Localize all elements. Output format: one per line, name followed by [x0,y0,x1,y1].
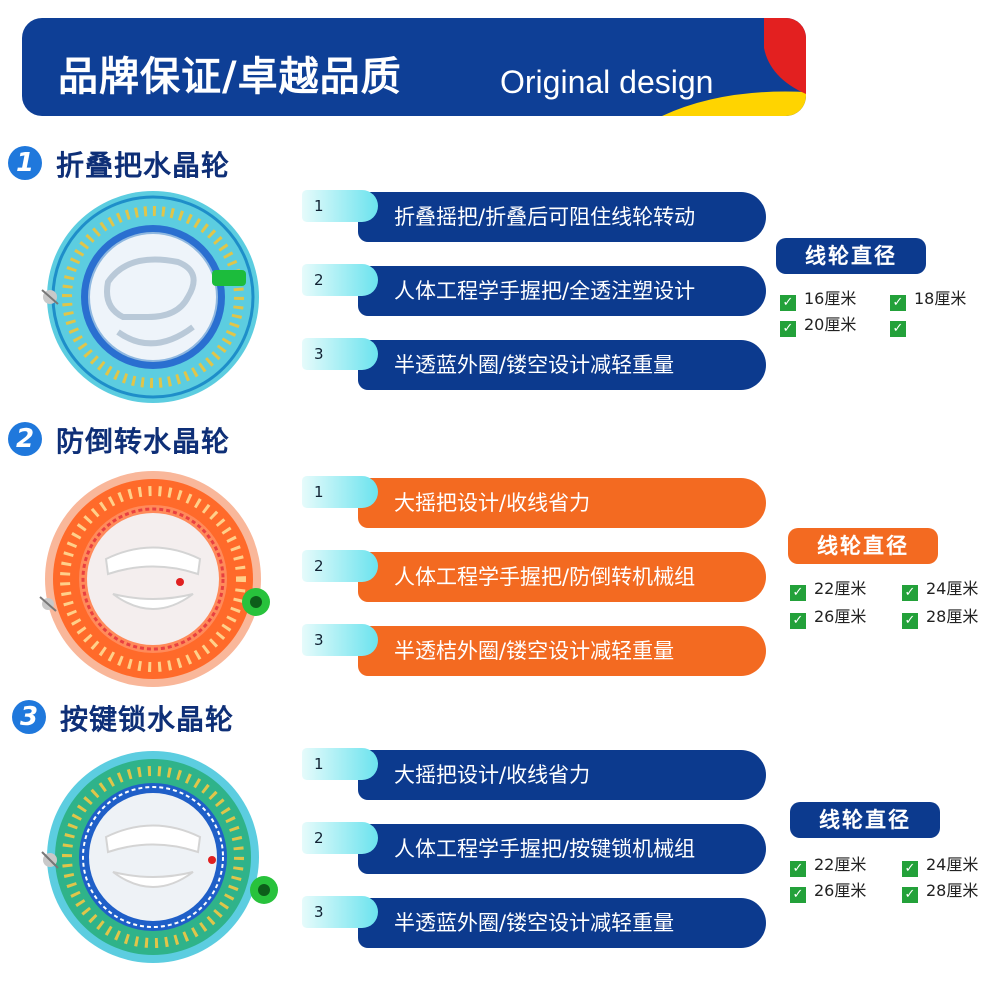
feature-number-tab: 2 [302,264,378,296]
diameter-option: ✓ 28厘米 [902,880,979,903]
feature-text: 大摇把设计/收线省力 [358,478,766,528]
feature-row: 大摇把设计/收线省力 1 [302,748,766,802]
diameter-value: 26厘米 [814,607,867,626]
section-number-badge: 1 [8,146,42,180]
feature-text: 人体工程学手握把/防倒转机械组 [358,552,766,602]
diameter-option: ✓ 18厘米 [890,288,967,311]
feature-row: 人体工程学手握把/防倒转机械组 2 [302,550,766,604]
section-number-badge: 3 [12,700,46,734]
diameter-value: 16厘米 [804,289,857,308]
reel-illustration [39,471,270,687]
feature-row: 半透桔外圈/镂空设计减轻重量 3 [302,624,766,678]
check-icon: ✓ [790,613,806,629]
diameter-option: ✓ 16厘米 [780,288,857,311]
reel-illustration [41,751,278,963]
reel-image-blue-key-lock [41,751,278,963]
feature-row: 折叠摇把/折叠后可阻住线轮转动 1 [302,190,766,244]
feature-row: 半透蓝外圈/镂空设计减轻重量 3 [302,338,766,392]
diameter-option: ✓ 22厘米 [790,854,867,877]
diameter-value: 26厘米 [814,881,867,900]
diameter-label: 线轮直径 [788,528,938,564]
section-name: 按键锁水晶轮 [60,703,235,736]
feature-row: 大摇把设计/收线省力 1 [302,476,766,530]
diameter-value: 28厘米 [926,881,979,900]
banner-title-en: Original design [500,64,714,100]
header-banner: 品牌保证/卓越品质 Original design [22,18,806,116]
diameter-option: ✓ 26厘米 [790,606,867,629]
check-icon: ✓ [780,295,796,311]
diameter-value: 24厘米 [926,855,979,874]
feature-text: 大摇把设计/收线省力 [358,750,766,800]
section-name: 防倒转水晶轮 [56,425,231,458]
feature-number-tab: 3 [302,624,378,656]
check-icon: ✓ [780,321,796,337]
feature-text: 半透桔外圈/镂空设计减轻重量 [358,626,766,676]
feature-number-tab: 1 [302,748,378,780]
check-icon: ✓ [902,613,918,629]
feature-number-tab: 1 [302,190,378,222]
feature-text: 人体工程学手握把/全透注塑设计 [358,266,766,316]
check-icon: ✓ [790,861,806,877]
feature-text: 人体工程学手握把/按键锁机械组 [358,824,766,874]
check-icon: ✓ [890,295,906,311]
check-icon: ✓ [790,585,806,601]
diameter-option: ✓ 24厘米 [902,854,979,877]
diameter-option: ✓ 26厘米 [790,880,867,903]
diameter-option: ✓ 28厘米 [902,606,979,629]
banner-title-cn: 品牌保证/卓越品质 [58,54,402,100]
check-icon: ✓ [902,585,918,601]
feature-row: 人体工程学手握把/全透注塑设计 2 [302,264,766,318]
check-icon: ✓ [902,861,918,877]
feature-number-tab: 2 [302,550,378,582]
section-name: 折叠把水晶轮 [56,149,231,182]
reel-image-blue-folding [41,191,259,403]
section-number-badge: 2 [8,422,42,456]
feature-number-tab: 1 [302,476,378,508]
reel-illustration [41,191,259,403]
check-icon: ✓ [890,321,906,337]
diameter-option: ✓ 22厘米 [790,578,867,601]
diameter-value: 20厘米 [804,315,857,334]
diameter-value: 22厘米 [814,855,867,874]
feature-number-tab: 2 [302,822,378,854]
diameter-label: 线轮直径 [776,238,926,274]
check-icon: ✓ [790,887,806,903]
check-icon: ✓ [902,887,918,903]
feature-number-tab: 3 [302,338,378,370]
feature-text: 半透蓝外圈/镂空设计减轻重量 [358,340,766,390]
feature-number-tab: 3 [302,896,378,928]
diameter-value: 18厘米 [914,289,967,308]
feature-text: 折叠摇把/折叠后可阻住线轮转动 [358,192,766,242]
banner-decoration [662,18,806,116]
feature-text: 半透蓝外圈/镂空设计减轻重量 [358,898,766,948]
diameter-option: ✓ 20厘米 [780,314,857,337]
diameter-option: ✓ [890,314,914,337]
feature-row: 人体工程学手握把/按键锁机械组 2 [302,822,766,876]
reel-image-orange-anti-reverse [39,471,270,687]
diameter-value: 28厘米 [926,607,979,626]
diameter-option: ✓ 24厘米 [902,578,979,601]
diameter-value: 24厘米 [926,579,979,598]
diameter-label: 线轮直径 [790,802,940,838]
diameter-value: 22厘米 [814,579,867,598]
feature-row: 半透蓝外圈/镂空设计减轻重量 3 [302,896,766,950]
